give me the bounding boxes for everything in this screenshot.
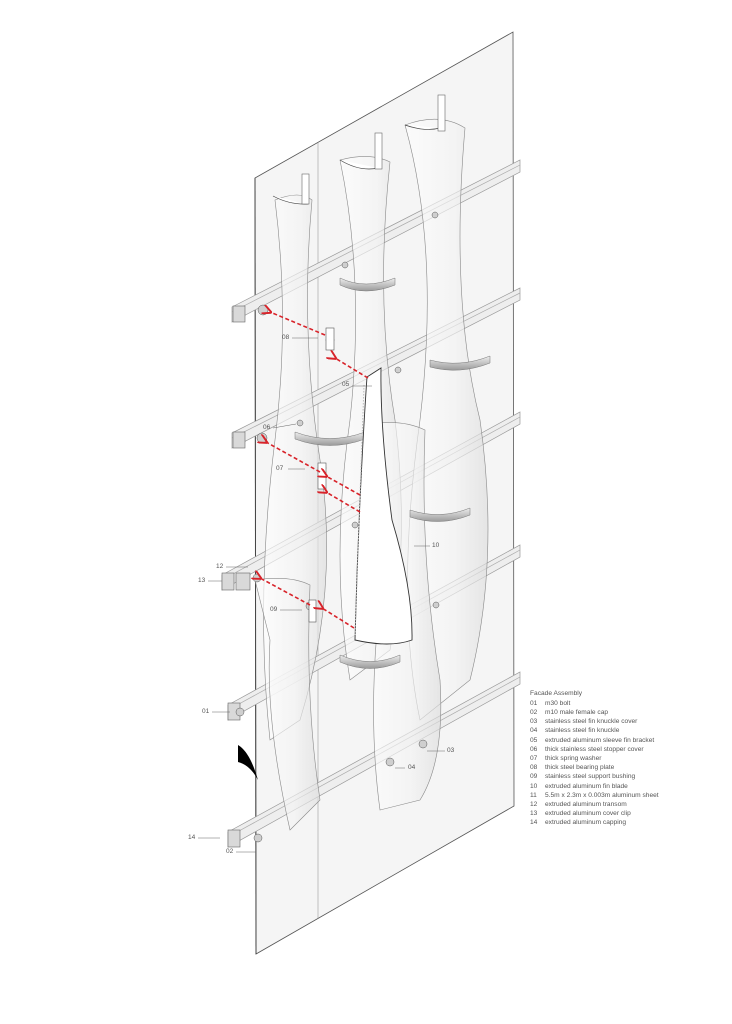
arrow-fin-to-07b (326, 492, 361, 513)
callout-02: 02 (226, 848, 234, 855)
callout-06: 06 (263, 424, 271, 431)
callout-leaders (198, 337, 445, 853)
fin-bands (294, 277, 491, 669)
callout-08: 08 (282, 334, 290, 341)
callout-04: 04 (408, 764, 416, 771)
callout-03: 03 (447, 747, 455, 754)
fin-section-detail (238, 745, 258, 780)
callout-12: 12 (216, 563, 224, 570)
callout-14: 14 (188, 834, 196, 841)
assembly-arrows (260, 312, 369, 629)
callout-01: 01 (202, 708, 210, 715)
callout-05: 05 (342, 381, 350, 388)
callout-07: 07 (276, 465, 284, 472)
arrow-09-to-rail (260, 578, 311, 606)
arrow-08-to-rail (270, 312, 326, 336)
fin-top-tabs (301, 94, 446, 205)
rail-end-caps (221, 305, 251, 848)
arrow-07-to-rail (266, 442, 321, 473)
fin-blade-10 (354, 367, 413, 645)
legend-title: Facade Assembly (530, 690, 583, 697)
callout-09: 09 (270, 606, 278, 613)
callout-13: 13 (198, 577, 206, 584)
callout-10: 10 (432, 542, 440, 549)
